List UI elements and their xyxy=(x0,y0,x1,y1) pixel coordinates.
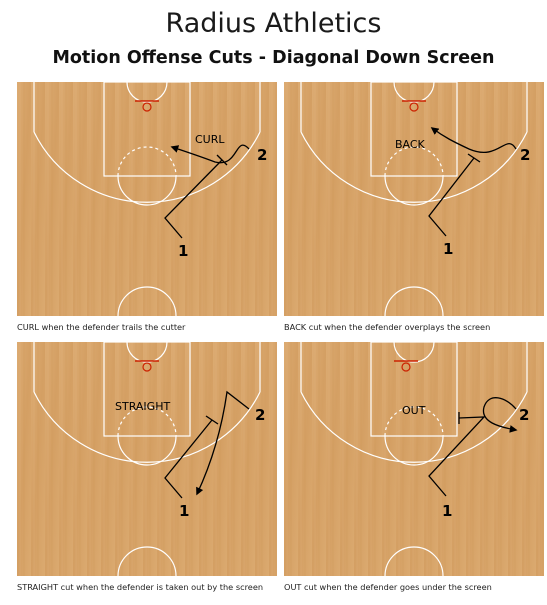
cut-label: CURL xyxy=(195,133,225,146)
court-diagram: STRAIGHT 1 2 xyxy=(17,342,277,576)
player-1: 1 xyxy=(178,242,188,260)
court-diagram: BACK 1 2 xyxy=(284,82,544,316)
play-lines xyxy=(428,127,517,237)
court-lines xyxy=(300,342,528,576)
diagram-panel-out: OUT 1 2 OUT cut when the defender goes u… xyxy=(284,342,544,592)
court-diagram: OUT 1 2 xyxy=(284,342,544,576)
diagram-panel-curl: CURL 1 2 CURL when the defender trails t… xyxy=(17,82,277,332)
court-floor xyxy=(17,342,277,576)
page-title: Radius Athletics xyxy=(165,8,382,39)
court-lines xyxy=(300,82,528,316)
court-diagram: CURL 1 2 xyxy=(17,82,277,316)
panel-caption: STRAIGHT cut when the defender is taken … xyxy=(17,582,264,592)
player-1: 1 xyxy=(443,240,453,258)
play-lines xyxy=(164,390,250,499)
cut-label: OUT xyxy=(402,404,426,417)
court-lines xyxy=(33,342,261,576)
cut-label: STRAIGHT xyxy=(115,400,170,413)
panel-caption: CURL when the defender trails the cutter xyxy=(17,322,186,332)
rim xyxy=(409,102,419,112)
player-1: 1 xyxy=(179,502,189,520)
rim xyxy=(142,102,152,112)
page-subtitle: Motion Offense Cuts - Diagonal Down Scre… xyxy=(52,48,495,68)
court-floor xyxy=(284,82,544,316)
court-floor xyxy=(284,342,544,576)
play-lines xyxy=(428,397,518,497)
player-2: 2 xyxy=(255,406,265,424)
player-2: 2 xyxy=(520,146,530,164)
diagram-panel-back: BACK 1 2 BACK cut when the defender over… xyxy=(284,82,544,332)
court-lines xyxy=(33,82,261,316)
panel-caption: BACK cut when the defender overplays the… xyxy=(284,322,491,332)
player-1: 1 xyxy=(442,502,452,520)
player-2: 2 xyxy=(519,406,529,424)
panel-caption: OUT cut when the defender goes under the… xyxy=(284,582,492,592)
rim xyxy=(401,362,411,372)
player-2: 2 xyxy=(257,146,267,164)
diagram-panel-straight: STRAIGHT 1 2 STRAIGHT cut when the defen… xyxy=(17,342,277,592)
cut-label: BACK xyxy=(395,138,426,151)
rim xyxy=(142,362,152,372)
play-lines xyxy=(164,144,250,239)
court-floor xyxy=(17,82,277,316)
